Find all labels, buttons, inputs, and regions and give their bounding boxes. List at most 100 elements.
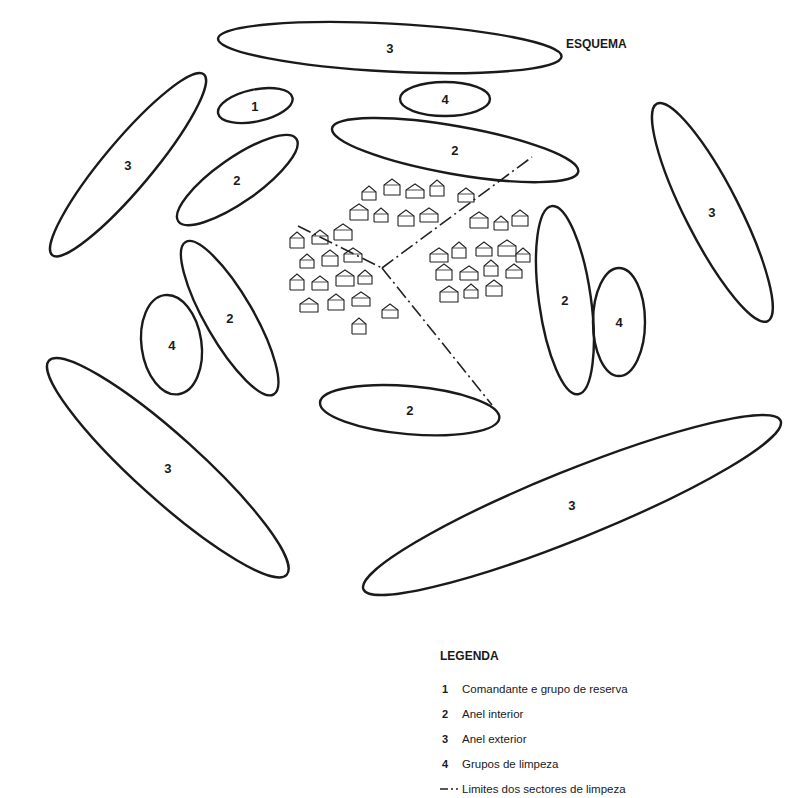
house [398,210,414,226]
house [352,292,370,306]
ring-number: 2 [233,173,240,186]
ring-number: 3 [568,498,575,511]
ring-group: 2 [174,132,301,228]
house [516,248,530,262]
ring-group: 4 [397,79,493,119]
house-eave [484,266,498,267]
house-eave [290,280,304,281]
ring-number: 1 [251,99,258,112]
ring-group: 4 [138,292,205,397]
ring-number: 2 [226,311,233,324]
village-houses [290,179,530,334]
house-eave [486,286,502,287]
house-eave [460,272,478,273]
ring-group: 3 [360,412,784,598]
legend-text: Anel interior [462,709,523,721]
ring-group: 3 [215,19,565,76]
house [406,184,424,198]
ring-group: 2 [533,203,597,397]
legend-text: Grupos de limpeza [462,759,559,771]
sector-limit-line [298,226,382,268]
legend-heading: LEGENDA [440,650,499,662]
house [382,304,398,318]
house [440,286,458,302]
house [464,284,478,298]
house-eave [384,185,400,186]
sector-limits [298,157,532,405]
ring-ellipse [526,202,604,397]
house [290,274,304,290]
house-eave [328,300,344,301]
house-eave [374,214,388,215]
ring-number: 3 [708,205,715,218]
house-eave [334,230,352,231]
house-eave [516,254,530,255]
ring-ellipse [318,378,501,442]
ring-group: 4 [590,265,648,379]
house-eave [452,248,466,249]
house [336,270,354,286]
house [300,298,318,312]
house [374,208,388,222]
ring-ellipse [593,268,645,376]
house [420,208,438,222]
legend-text: Limites dos sectores de limpeza [462,784,626,796]
house [352,318,366,334]
house-eave [440,292,458,293]
house-eave [352,298,370,299]
legend-line-sample [440,788,458,790]
house-eave [382,310,398,311]
house [476,242,492,256]
house [512,210,528,226]
ring-number: 4 [168,338,175,351]
house-eave [290,238,304,239]
ring-ellipse [633,91,790,333]
ring-group: 1 [215,85,296,126]
house-eave [358,276,372,277]
house [436,264,452,280]
ring-ellipse [217,15,563,81]
legend-number: 2 [442,709,448,720]
house-eave [470,218,488,219]
house [384,179,400,195]
ring-number: 2 [561,293,568,306]
house [430,180,444,196]
house-eave [476,248,492,249]
house [484,260,498,276]
house-eave [398,216,414,217]
house-eave [458,194,474,195]
ring-number: 2 [406,403,413,416]
house [312,276,328,290]
ring-number: 4 [441,93,448,106]
house [290,232,304,248]
diagram-title: ESQUEMA [566,38,627,50]
house [506,264,522,278]
legend-number: 3 [442,734,448,745]
house [494,216,508,230]
house-eave [406,190,424,191]
house [300,254,314,268]
house [350,204,368,220]
ring-ellipse [135,291,208,398]
ring-ellipse [34,59,222,271]
house-eave [336,276,354,277]
house-eave [464,290,478,291]
ring-ellipse [328,105,583,196]
house-eave [352,324,366,325]
house [498,240,516,256]
house [458,188,474,202]
ring-group: 3 [47,70,209,259]
house [460,266,478,280]
house-eave [300,304,318,305]
ring-group: 2 [329,115,581,185]
legend-number: 1 [442,684,448,695]
house [362,186,376,200]
house [334,224,352,240]
ring-ellipse [214,82,295,129]
house-eave [494,222,508,223]
house [452,242,466,258]
legend-text: Comandante e grupo de reserva [462,684,628,696]
ring-group: 2 [317,382,502,438]
ring-ellipse [165,230,295,406]
